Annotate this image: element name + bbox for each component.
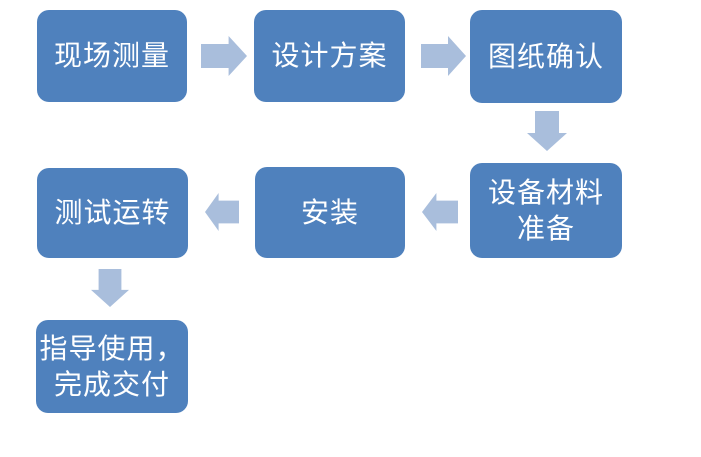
flow-step-label: 设计方案 (271, 39, 388, 73)
flow-step-delivery: 指导使用， 完成交付 (36, 320, 188, 413)
arrow-down-icon (527, 111, 567, 151)
flow-step-site-measurement: 现场测量 (37, 10, 187, 102)
flow-step-label: 现场测量 (53, 39, 170, 73)
arrow-left-icon (422, 193, 458, 231)
flow-step-label: 图纸确认 (487, 39, 604, 73)
arrow-left-icon (205, 193, 239, 231)
flow-step-label: 指导使用， 完成交付 (39, 331, 185, 401)
flow-step-equipment-preparation: 设备材料 准备 (470, 163, 622, 258)
flow-step-test-operation: 测试运转 (37, 168, 188, 258)
flow-step-label: 安装 (300, 195, 359, 229)
arrow-right-icon (201, 36, 247, 76)
arrow-down-icon (91, 269, 129, 307)
flow-step-label: 设备材料 准备 (487, 175, 604, 245)
flow-step-label: 测试运转 (54, 196, 171, 230)
flow-step-design-plan: 设计方案 (254, 10, 405, 102)
arrow-right-icon (421, 36, 466, 76)
flow-step-installation: 安装 (255, 167, 405, 258)
flow-step-drawing-confirmation: 图纸确认 (470, 10, 622, 103)
